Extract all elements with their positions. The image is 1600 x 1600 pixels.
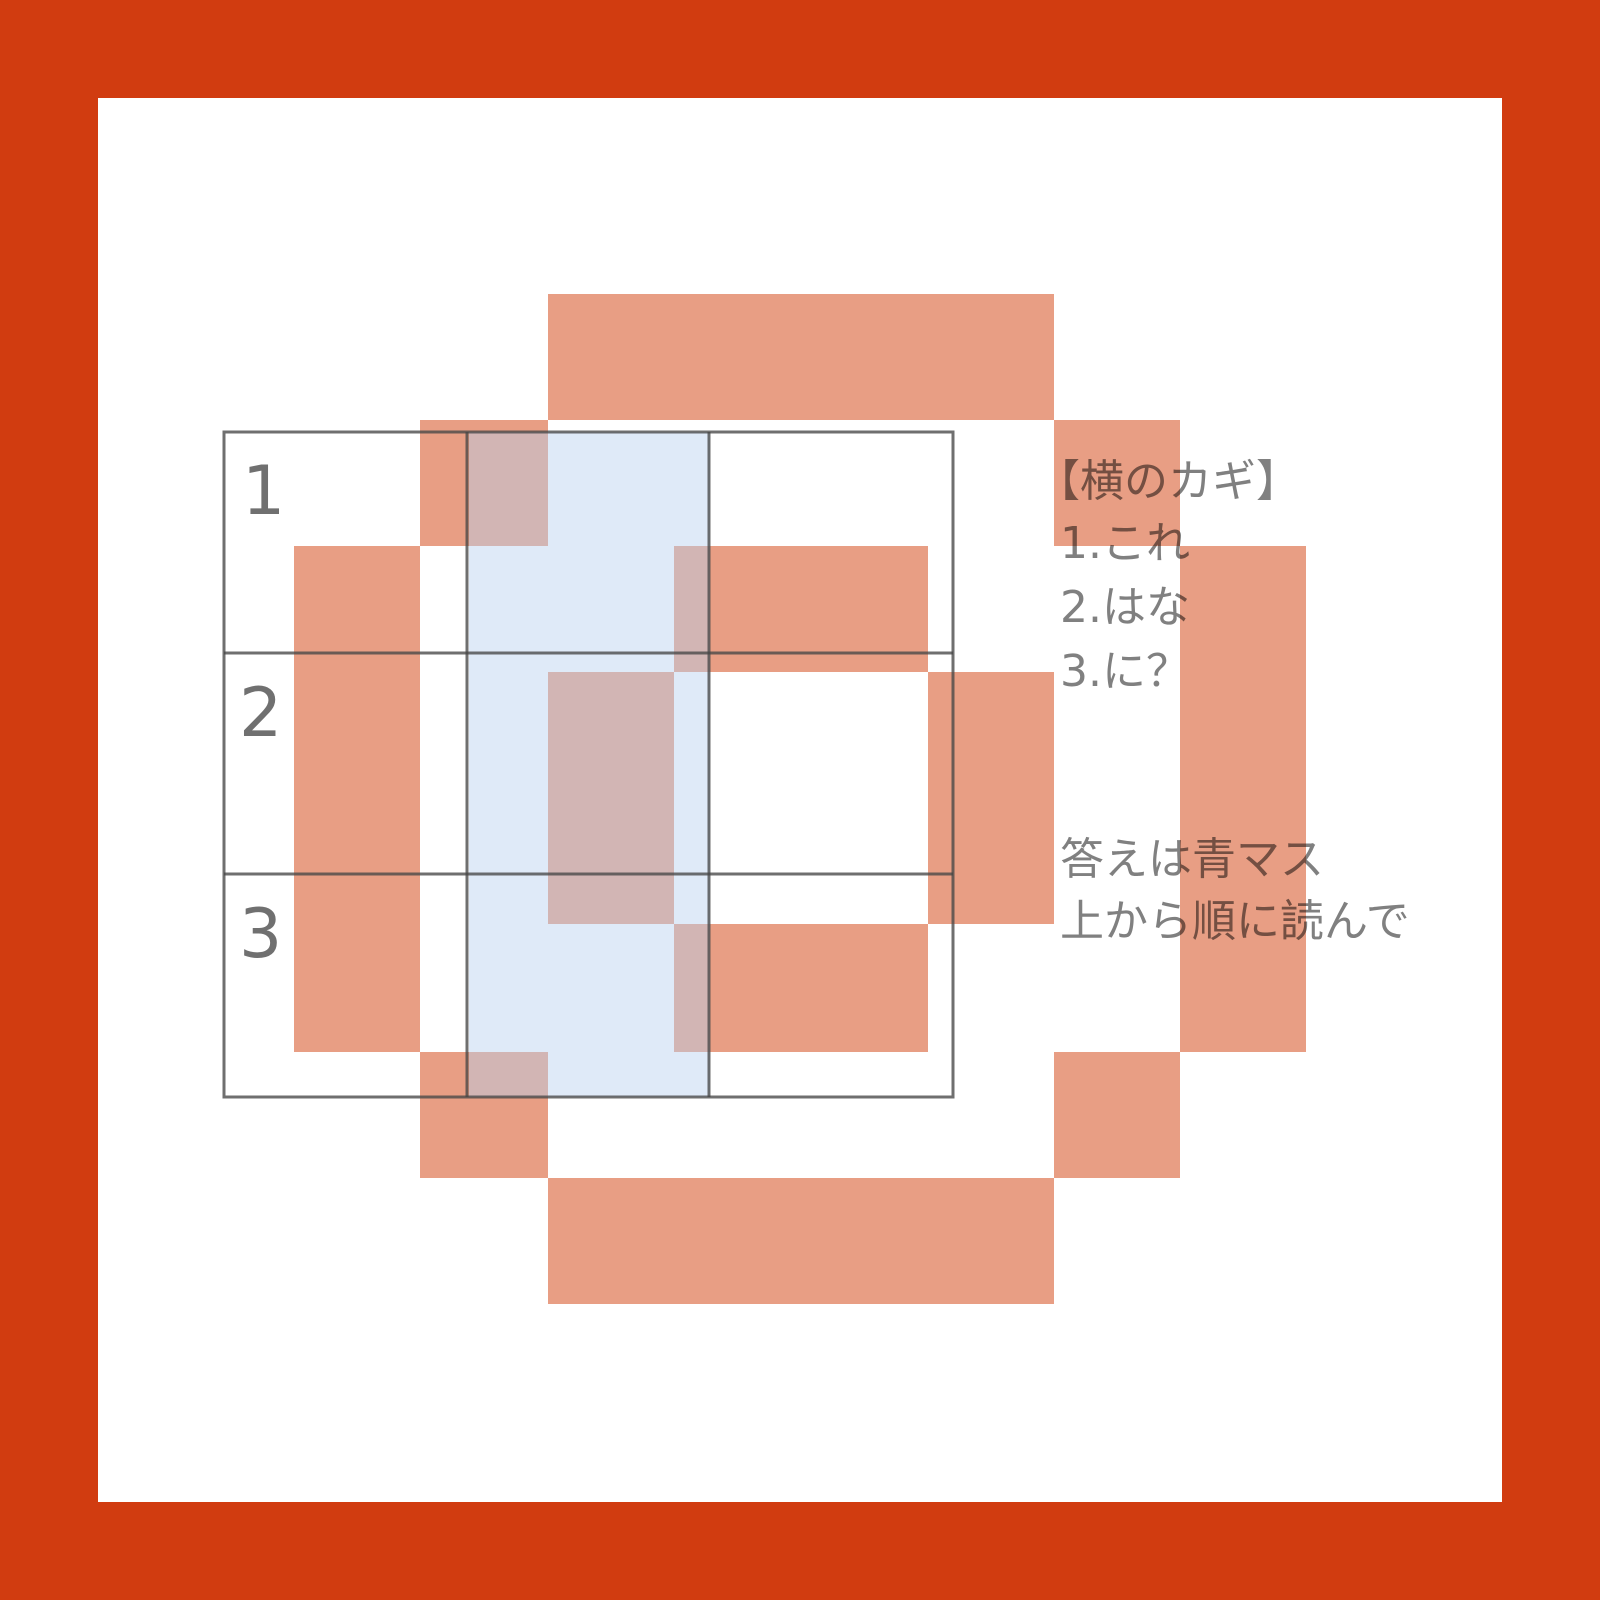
pixel-block: [420, 420, 548, 546]
puzzle-canvas: 1 2 3 【横のカギ】 1.これ 2.はな 3.に？ 答えは青マス 上から順に…: [98, 98, 1502, 1502]
pixel-block: [674, 924, 928, 1052]
pixel-block: [294, 546, 420, 1052]
pixel-block: [928, 672, 1054, 924]
grid-outline: [222, 430, 955, 1099]
answer-column-highlight: [469, 432, 710, 1097]
clue-3: 3.に？: [1060, 646, 1190, 697]
row-number-2: 2: [239, 674, 283, 753]
crossword-grid: [222, 430, 955, 1099]
clue-1: 1.これ: [1060, 518, 1190, 569]
pixel-block: [1180, 546, 1306, 1052]
pixel-block: [548, 1178, 1054, 1304]
pixel-block: [674, 546, 928, 672]
pixel-block: [548, 294, 1054, 420]
row-number-1: 1: [242, 452, 286, 531]
pixel-block: [548, 672, 674, 924]
clues-heading: 【横のカギ】: [1036, 456, 1300, 507]
instruction-line-2: 上から順に読んで: [1060, 896, 1410, 947]
pixel-block: [1054, 420, 1180, 546]
instruction-line-1: 答えは青マス: [1060, 834, 1324, 885]
pixel-block: [1054, 1052, 1180, 1178]
row-number-3: 3: [239, 895, 283, 974]
pixel-block: [420, 1052, 548, 1178]
clue-2: 2.はな: [1060, 582, 1190, 633]
